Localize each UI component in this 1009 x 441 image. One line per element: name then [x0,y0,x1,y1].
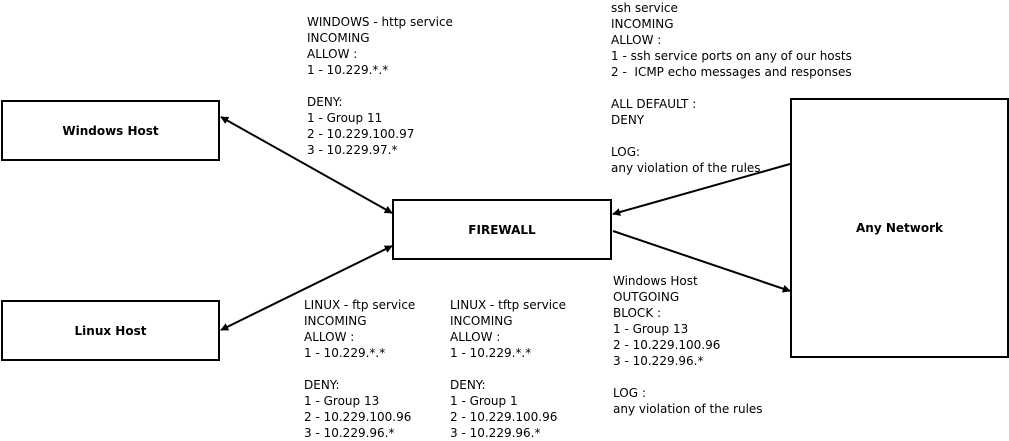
rule-line: 3 - 10.229.96.* [304,426,395,440]
rule-line: 2 - 10.229.100.96 [613,338,721,352]
rule-line: LINUX - ftp service [304,298,416,312]
rule-line: 1 - Group 13 [613,322,689,336]
edge-linux-firewall [220,245,393,331]
rule-line: 3 - 10.229.96.* [450,426,541,440]
rule-line: LINUX - tftp service [450,298,567,312]
firewall-label: FIREWALL [468,222,536,237]
rule-line [613,369,763,385]
rule-line: 2 - ICMP echo messages and responses [611,65,852,79]
rule-line: ssh service [611,1,678,15]
rule-line: DENY: [307,95,343,109]
windows-host-label: Windows Host [62,123,159,138]
rule-line: 1 - Group 1 [450,394,518,408]
any-network-node[interactable]: Any Network [790,98,1009,358]
rule-line: INCOMING [611,17,674,31]
rule-line: 2 - 10.229.100.96 [450,410,558,424]
rule-line: Windows Host [613,274,698,288]
rule-line: 1 - ssh service ports on any of our host… [611,49,852,63]
rule-line [304,361,415,377]
rule-line: LOG : [613,386,646,400]
rule-line: 3 - 10.229.96.* [613,354,704,368]
rule-line: 1 - Group 13 [304,394,380,408]
rule-line [450,361,566,377]
rule-line: 2 - 10.229.100.97 [307,127,415,141]
rule-line [611,80,852,96]
rule-line: 1 - 10.229.*.* [307,63,389,77]
rule-line: DENY: [304,378,340,392]
linux-host-node[interactable]: Linux Host [1,300,220,361]
linux-host-label: Linux Host [74,323,147,338]
rule-line [611,128,852,144]
edge-firewall-to-network [612,230,791,293]
firewall-node[interactable]: FIREWALL [392,199,612,260]
windows-host-node[interactable]: Windows Host [1,100,220,161]
rule-line: ALLOW : [307,47,358,61]
rule-line: 3 - 10.229.97.* [307,143,398,157]
rule-line: LOG: [611,145,641,159]
rule-line: ALL DEFAULT : [611,97,697,111]
rule-line: DENY: [450,378,486,392]
rule-line: ALLOW : [611,33,662,47]
rule-line: ALLOW : [304,330,355,344]
rule-line: ALLOW : [450,330,501,344]
rule-line: WINDOWS - http service [307,15,453,29]
rule-line: INCOMING [304,314,367,328]
rule-line: BLOCK : [613,306,662,320]
rule-line: any violation of the rules [613,402,763,416]
rule-line: 1 - 10.229.*.* [450,346,532,360]
rule-line: DENY [611,113,645,127]
edge-network-to-firewall [612,163,791,216]
edge-windows-firewall [220,116,393,214]
rule-line: OUTGOING [613,290,680,304]
rule-line [307,78,453,94]
rule-line: 2 - 10.229.100.96 [304,410,412,424]
rule-line: 1 - 10.229.*.* [304,346,386,360]
rule-line: any violation of the rules [611,161,761,175]
rule-line: 1 - Group 11 [307,111,383,125]
rule-line: INCOMING [307,31,370,45]
rule-line: INCOMING [450,314,513,328]
any-network-label: Any Network [856,221,943,235]
